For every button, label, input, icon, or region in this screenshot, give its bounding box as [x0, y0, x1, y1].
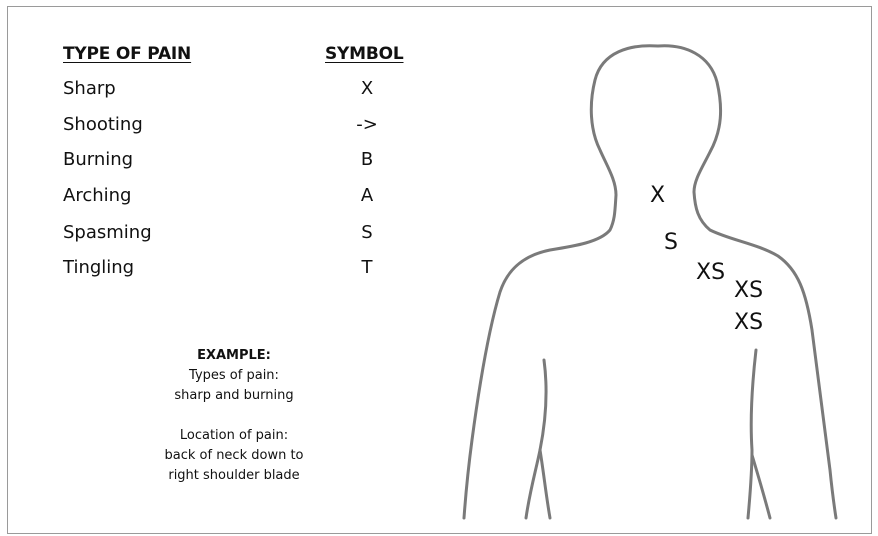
legend-row-burning: Burning B	[63, 149, 423, 179]
example-title: EXAMPLE:	[120, 346, 348, 366]
body-outline-left-inner	[526, 360, 546, 518]
spacer	[120, 406, 348, 426]
pain-type-label: Sharp	[63, 78, 116, 99]
location-of-pain-label: Location of pain:	[120, 426, 348, 446]
legend-row-spasming: Spasming S	[63, 222, 423, 252]
legend-row-sharp: Sharp X	[63, 78, 423, 108]
pain-mark-sharp: X	[650, 183, 665, 208]
location-of-pain-line-1: back of neck down to	[120, 446, 348, 466]
pain-symbol: T	[347, 257, 387, 278]
pain-symbol: A	[347, 185, 387, 206]
body-outline-left	[464, 46, 658, 518]
pain-mark-sharp-spasming: XS	[734, 310, 763, 335]
pain-symbol: S	[347, 222, 387, 243]
pain-symbol: X	[347, 78, 387, 99]
pain-type-label: Arching	[63, 185, 131, 206]
legend-row-arching: Arching A	[63, 185, 423, 215]
pain-symbol: ->	[347, 114, 387, 135]
legend-row-shooting: Shooting ->	[63, 114, 423, 144]
pain-type-label: Tingling	[63, 257, 134, 278]
pain-type-label: Burning	[63, 149, 133, 170]
body-outline-drawing	[440, 30, 870, 530]
example-note: EXAMPLE: Types of pain: sharp and burnin…	[120, 346, 348, 486]
body-outline-left-hand	[540, 450, 550, 518]
legend-row-tingling: Tingling T	[63, 257, 423, 287]
symbol-header: SYMBOL	[325, 44, 404, 64]
location-of-pain-line-2: right shoulder blade	[120, 466, 348, 486]
pain-type-label: Shooting	[63, 114, 143, 135]
body-outline-right-hand	[752, 455, 770, 518]
pain-mark-sharp-spasming: XS	[734, 278, 763, 303]
pain-mark-sharp-spasming: XS	[696, 260, 725, 285]
pain-symbol: B	[347, 149, 387, 170]
pain-mark-spasming: S	[664, 230, 678, 255]
types-of-pain-label: Types of pain:	[120, 366, 348, 386]
pain-type-label: Spasming	[63, 222, 152, 243]
type-of-pain-header: TYPE OF PAIN	[63, 44, 191, 64]
types-of-pain-value: sharp and burning	[120, 386, 348, 406]
body-outline-figure: X S XS XS XS	[440, 30, 870, 530]
body-outline-right-inner	[748, 350, 756, 518]
